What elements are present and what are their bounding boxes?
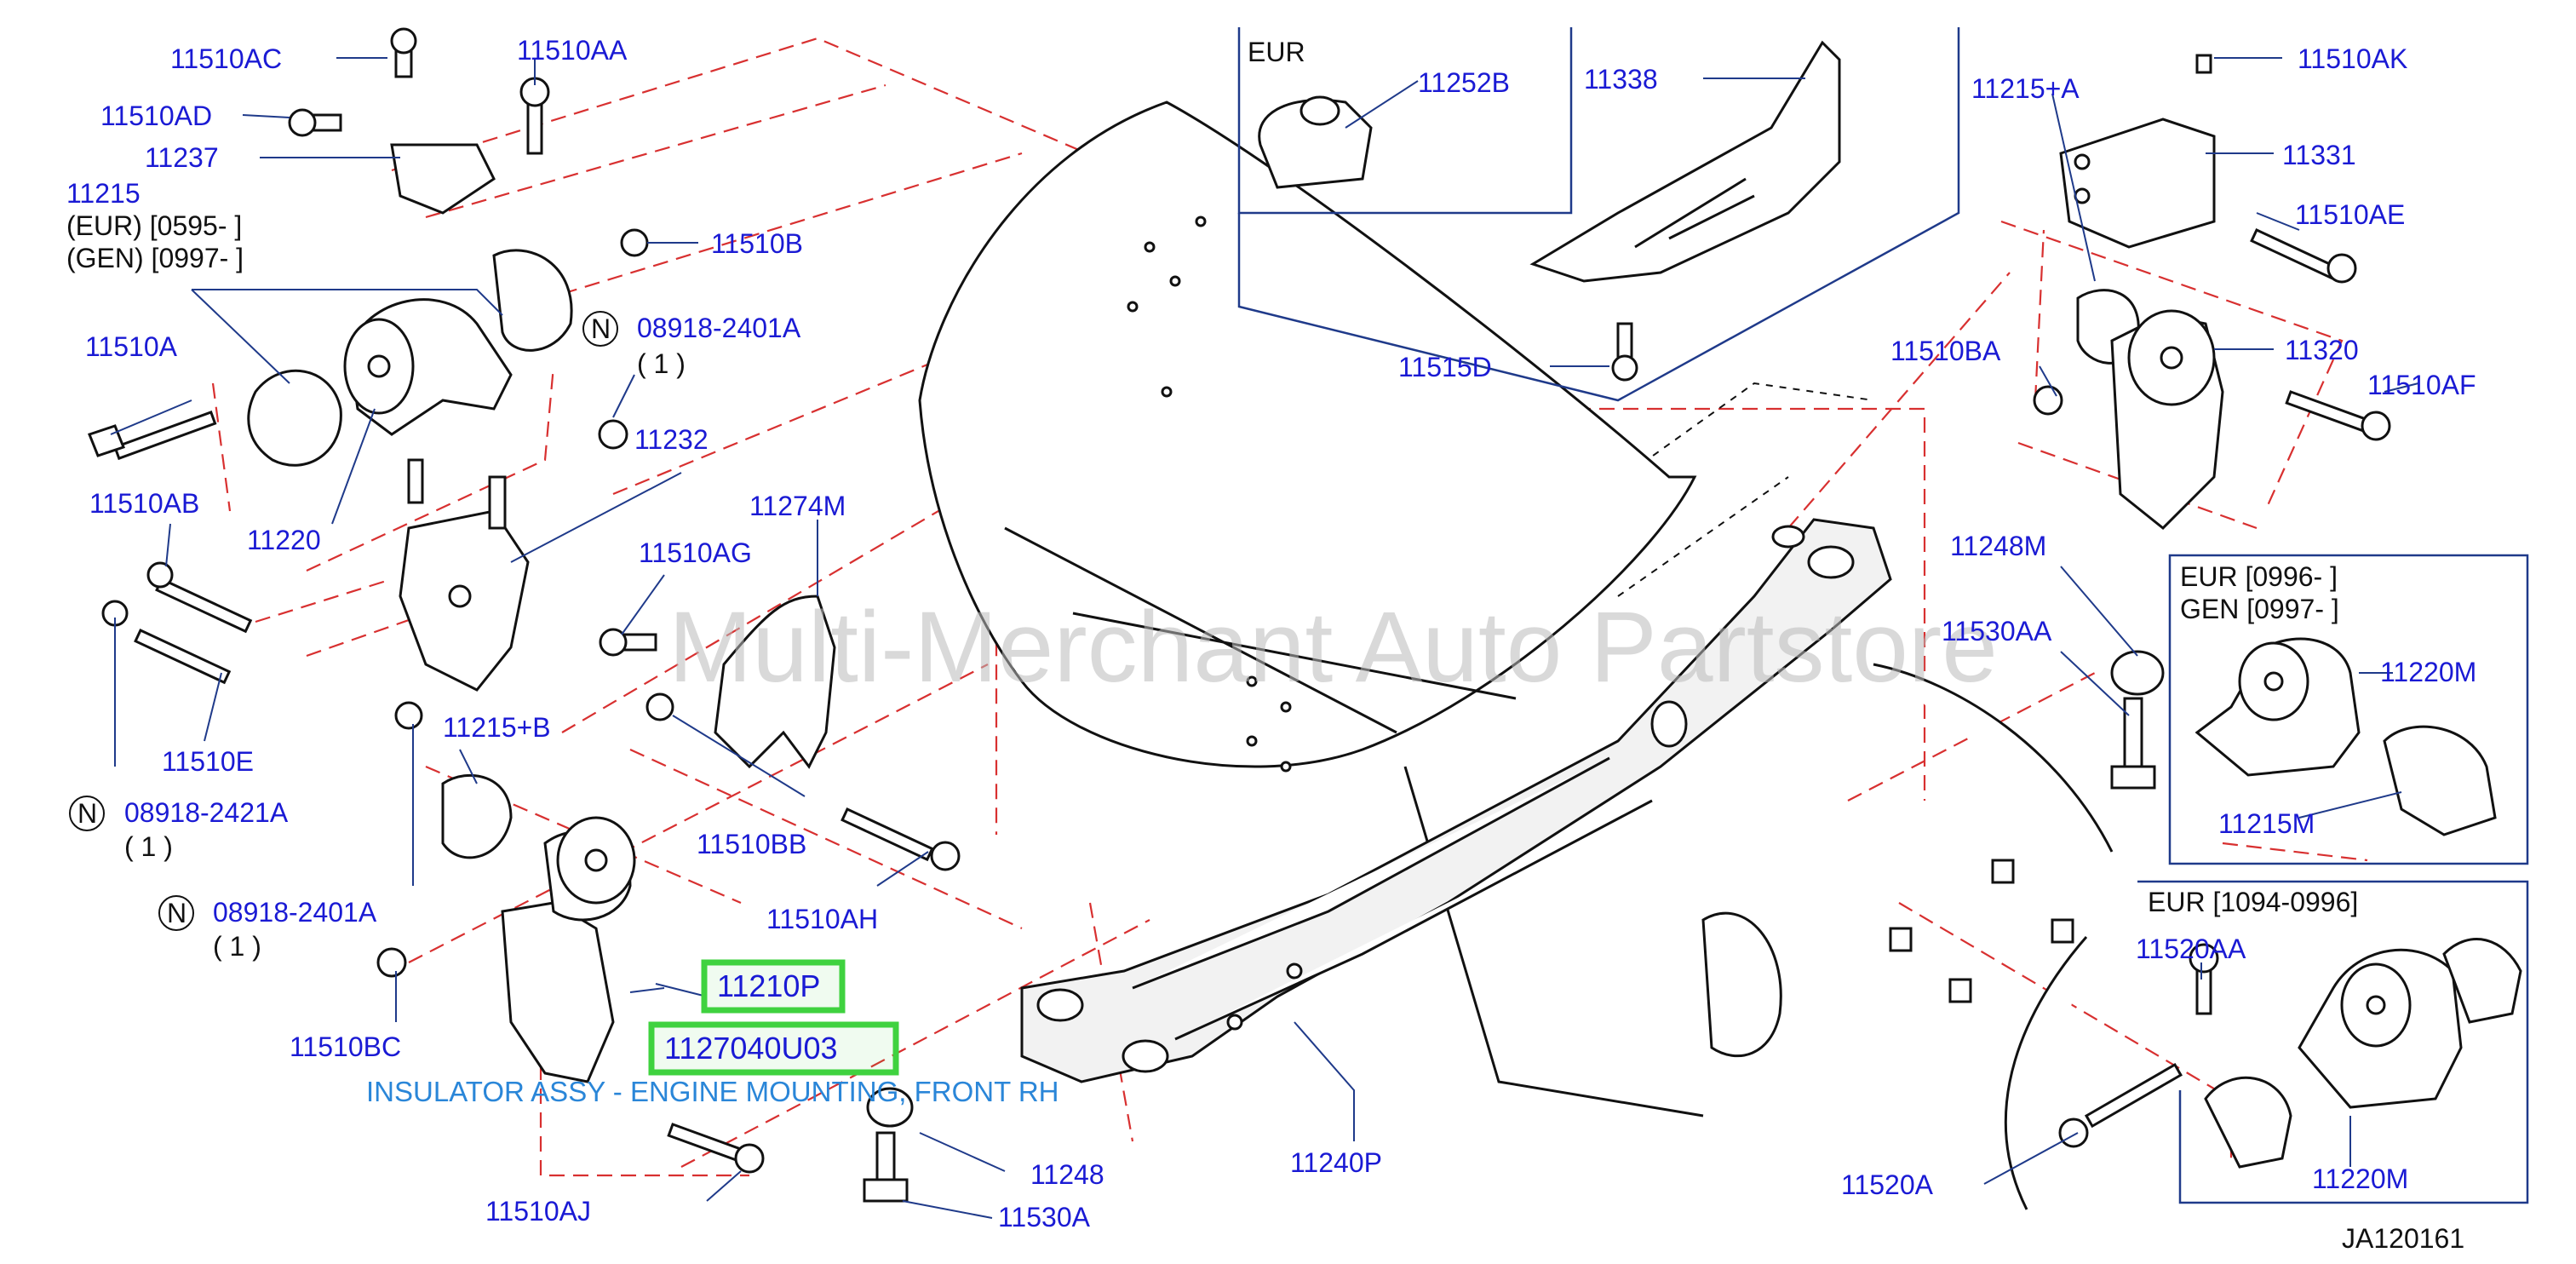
note-11215-gen: (GEN) [0997- ] (66, 243, 244, 273)
part-description: INSULATOR ASSY - ENGINE MOUNTING, FRONT … (366, 1076, 1059, 1107)
box-eur-top-title: EUR (1248, 37, 1305, 67)
label-11320[interactable]: 11320 (2285, 335, 2359, 365)
label-11510BC[interactable]: 11510BC (290, 1031, 401, 1062)
hotspot-11210P-label[interactable]: 11210P (717, 968, 820, 1003)
hotspot-1127040U03-label[interactable]: 1127040U03 (664, 1031, 838, 1066)
n-symbol-2-text: N (77, 798, 97, 829)
left-mount-assembly (88, 27, 961, 1203)
label-08918-2401A-bottom[interactable]: 08918-2401A (213, 897, 377, 928)
label-11215-A[interactable]: 11215+A (1971, 73, 2080, 104)
callout-leaders (110, 57, 2419, 1219)
eur-top-box (1237, 27, 1960, 402)
label-11510AG[interactable]: 11510AG (639, 537, 752, 568)
label-11510AE[interactable]: 11510AE (2295, 199, 2405, 230)
label-11510BB[interactable]: 11510BB (697, 829, 806, 859)
box-eur-range-title: EUR [1094-0996] (2148, 887, 2358, 917)
hotspot-11210P[interactable]: 11210P (701, 959, 846, 1014)
right-mount-assembly (2033, 54, 2391, 1148)
label-11220M-top[interactable]: 11220M (2380, 657, 2476, 687)
label-11220[interactable]: 11220 (247, 525, 321, 555)
label-11510BA[interactable]: 11510BA (1890, 336, 2001, 366)
label-11510A[interactable]: 11510A (85, 331, 178, 362)
label-11232[interactable]: 11232 (634, 424, 709, 455)
label-11510AA[interactable]: 11510AA (517, 35, 628, 66)
label-11530AA[interactable]: 11530AA (1942, 616, 2052, 646)
label-11510AD[interactable]: 11510AD (100, 101, 212, 131)
crossmember (1020, 518, 1892, 1083)
label-11248[interactable]: 11248 (1030, 1159, 1104, 1190)
label-11237[interactable]: 11237 (145, 142, 219, 173)
label-08918-2421A[interactable]: 08918-2421A (124, 797, 289, 828)
note-qty-2: ( 1 ) (124, 831, 173, 862)
label-11338[interactable]: 11338 (1584, 64, 1658, 95)
label-11274M[interactable]: 11274M (749, 491, 846, 521)
label-11215M[interactable]: 11215M (2218, 808, 2315, 839)
label-11215[interactable]: 11215 (66, 178, 141, 209)
label-11530A[interactable]: 11530A (998, 1202, 1091, 1232)
label-11515D[interactable]: 11515D (1398, 352, 1492, 382)
label-11510B[interactable]: 11510B (711, 228, 803, 259)
body-outline (1701, 663, 2114, 1210)
n-symbol-3 (158, 895, 194, 931)
label-11220M-bottom[interactable]: 11220M (2312, 1163, 2408, 1194)
label-11510AC[interactable]: 11510AC (170, 43, 282, 74)
label-11520A[interactable]: 11520A (1841, 1169, 1934, 1200)
note-11215-eur: (EUR) [0595- ] (66, 210, 242, 241)
label-11248M[interactable]: 11248M (1950, 531, 2046, 561)
note-qty-1: ( 1 ) (637, 348, 686, 379)
label-11331[interactable]: 11331 (2282, 140, 2356, 170)
hotspot-1127040U03[interactable]: 1127040U03 (648, 1021, 899, 1076)
n-symbol-1-text: N (591, 313, 611, 344)
label-11510E[interactable]: 11510E (162, 746, 254, 777)
box-eur-gen-line1: EUR [0996- ] (2180, 561, 2338, 592)
n-symbol-2 (69, 796, 105, 831)
note-qty-3: ( 1 ) (213, 931, 261, 962)
guide-lines (211, 37, 2368, 1177)
label-11510AB[interactable]: 11510AB (89, 488, 199, 519)
n-symbol-1 (582, 311, 618, 347)
label-11510AH[interactable]: 11510AH (766, 904, 878, 934)
part-labels: 11510AC 11510AA 11510AD 11237 11215 (EUR… (66, 35, 2476, 1254)
label-11252B[interactable]: 11252B (1418, 67, 1510, 98)
label-11215-B[interactable]: 11215+B (443, 712, 551, 743)
label-11510AJ[interactable]: 11510AJ (485, 1196, 591, 1227)
watermark: Multi-Merchant Auto Partstore (668, 591, 1998, 704)
label-08918-2401A-top[interactable]: 08918-2401A (637, 313, 801, 343)
box-eur-gen-line2: GEN [0997- ] (2180, 594, 2339, 624)
eur-gen-box (2168, 554, 2529, 865)
label-11510AK[interactable]: 11510AK (2298, 43, 2407, 74)
label-11510AF[interactable]: 11510AF (2367, 370, 2476, 400)
diagram-code: JA120161 (2342, 1223, 2464, 1254)
label-11240P[interactable]: 11240P (1290, 1147, 1382, 1178)
eur-range-box (2137, 880, 2529, 1204)
n-symbol-3-text: N (167, 898, 186, 928)
label-11520AA[interactable]: 11520AA (2136, 934, 2246, 964)
